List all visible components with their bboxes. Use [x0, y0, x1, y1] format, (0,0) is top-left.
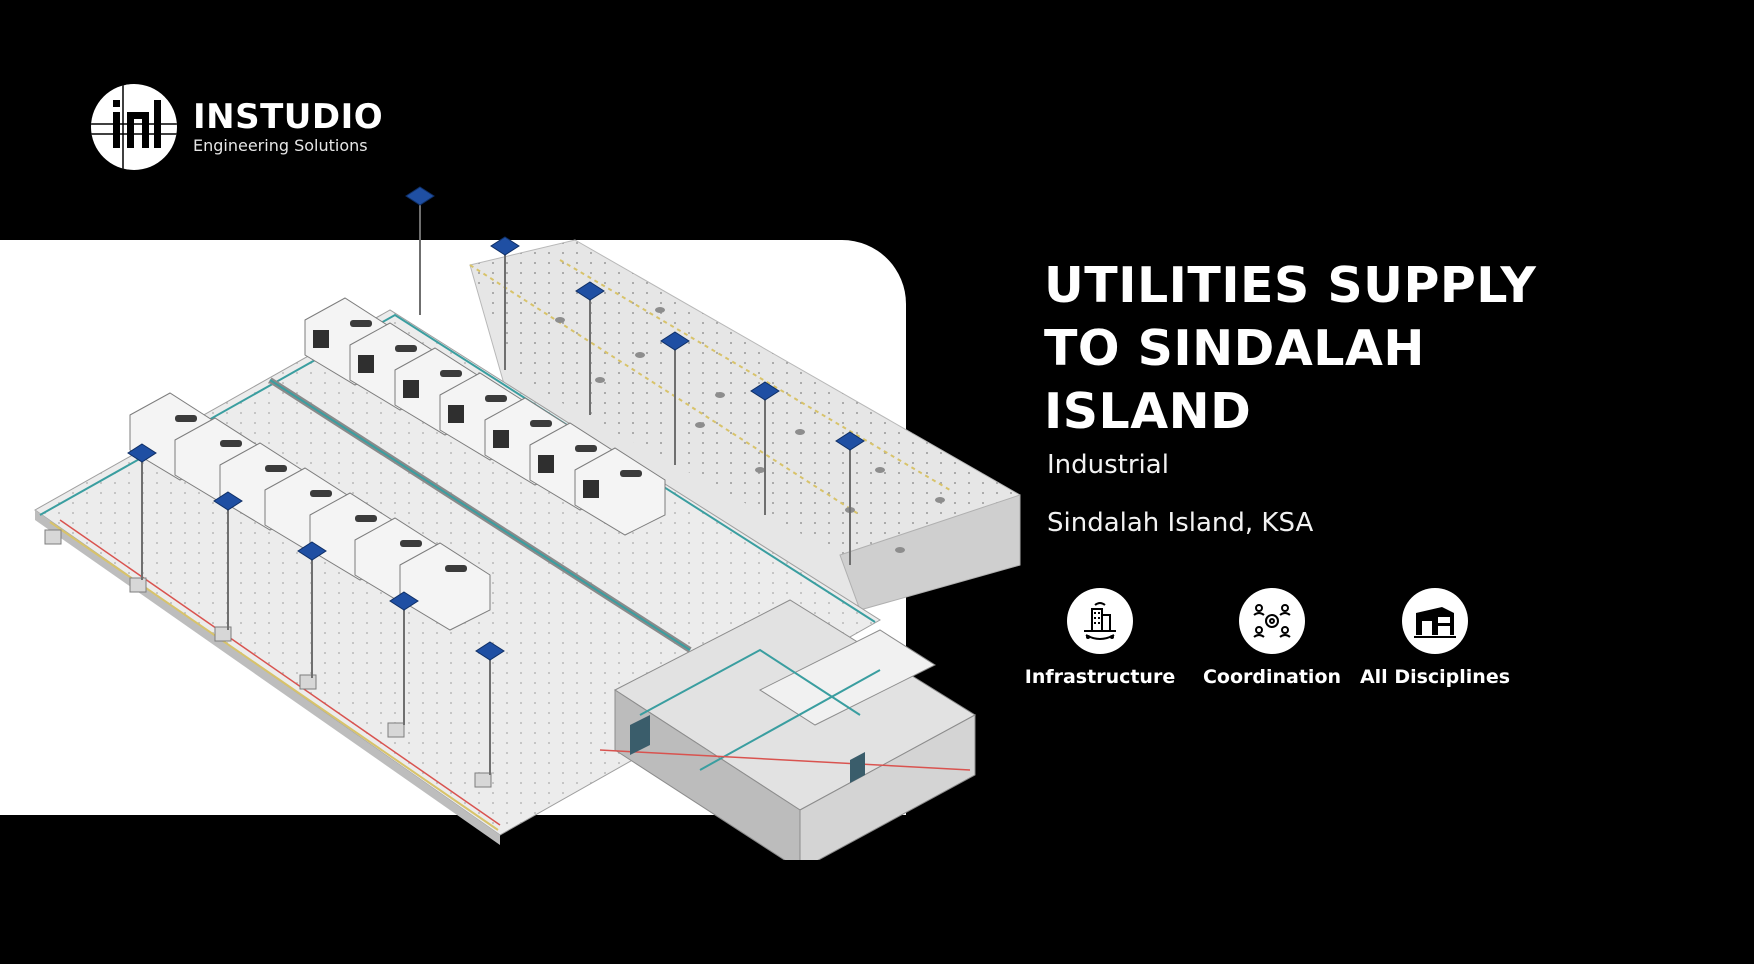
building-icon: [1402, 588, 1468, 654]
feature-infrastructure: Infrastructure: [1022, 588, 1178, 688]
team-coordination-icon: [1239, 588, 1305, 654]
project-category: Industrial: [1047, 450, 1169, 480]
logo-icon: [91, 84, 177, 170]
project-title-line: ISLAND: [1044, 383, 1252, 440]
brand-name: INSTUDIO: [193, 97, 384, 137]
project-title-line: UTILITIES SUPPLY: [1044, 257, 1537, 314]
brand-logo: INSTUDIO Engineering Solutions: [91, 84, 383, 170]
brand-tagline: Engineering Solutions: [193, 136, 368, 155]
project-title-line: TO SINDALAH: [1044, 320, 1425, 377]
feature-list: Infrastructure Coordination: [1022, 588, 1512, 688]
feature-coordination: Coordination: [1190, 588, 1354, 688]
feature-label: All Disciplines: [1359, 666, 1511, 688]
feature-label: Infrastructure: [1024, 666, 1176, 688]
feature-label: Coordination: [1202, 666, 1342, 688]
plant-3d-render: [34, 186, 1021, 860]
project-title: UTILITIES SUPPLY TO SINDALAH ISLAND: [1044, 254, 1664, 443]
project-location: Sindalah Island, KSA: [1047, 508, 1314, 538]
smart-city-icon: [1067, 588, 1133, 654]
feature-all-disciplines: All Disciplines: [1358, 588, 1512, 688]
